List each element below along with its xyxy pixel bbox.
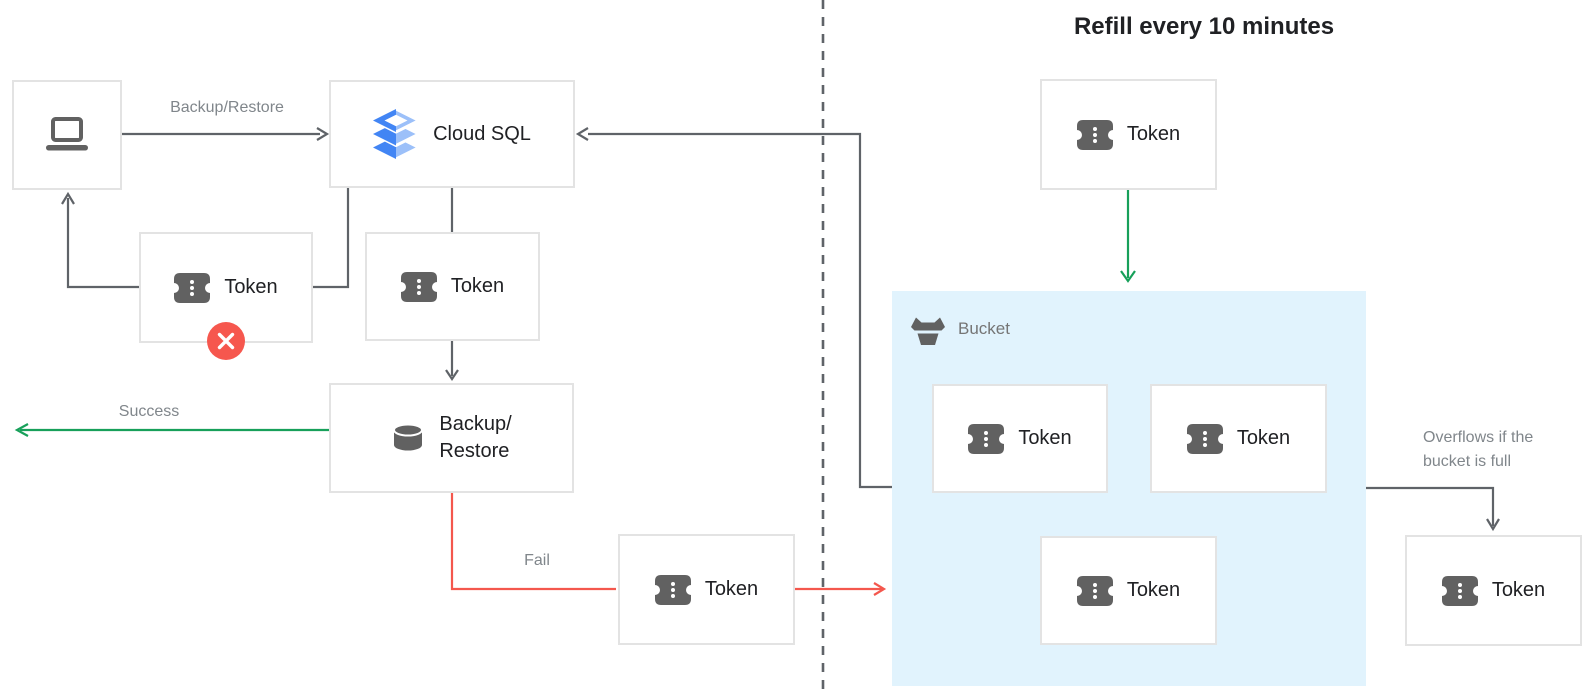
token-fail-node: Token (618, 534, 795, 645)
arrowhead-down-icon (445, 369, 459, 381)
token-label: Token (1236, 427, 1291, 449)
token-icon (400, 271, 437, 302)
bucket-area: Bucket Token Token (892, 291, 1366, 686)
token-rejected-node: Token (139, 232, 313, 360)
fail-label: Fail (524, 552, 550, 569)
overflow-label-line2: bucket is full (1423, 453, 1512, 470)
arrow-overflow (1366, 486, 1495, 526)
bucket-icon (911, 313, 945, 345)
error-badge (207, 322, 245, 360)
token-icon (654, 574, 691, 605)
token-icon (1186, 423, 1223, 454)
cloud-sql-node: Cloud SQL (329, 80, 575, 188)
token-refill-node: Token (1040, 79, 1217, 190)
overflow-label: Overflows if the bucket is full (1423, 426, 1533, 474)
arrowhead-left-icon (575, 127, 589, 141)
bucket-token-3-node: Token (1040, 536, 1217, 645)
arrowhead-down-icon (1486, 518, 1500, 532)
refill-title: Refill every 10 minutes (1073, 13, 1335, 40)
arrowhead-right-icon (316, 127, 330, 141)
line-fail-to-token (450, 493, 616, 591)
token-label: Token (1491, 579, 1546, 601)
arrow-token-to-client (66, 198, 139, 289)
laptop-icon (42, 117, 92, 153)
arrowhead-left-green-icon (14, 423, 29, 437)
client-node (12, 80, 122, 190)
token-icon (1441, 575, 1478, 606)
token-label: Token (1126, 123, 1181, 145)
token-overflow-node: Token (1405, 535, 1582, 646)
line-token-to-cloudsql (313, 188, 350, 289)
cloud-sql-label: Cloud SQL (433, 122, 531, 145)
token-label: Token (224, 276, 278, 298)
line-bucket-to-cloudsql (588, 132, 892, 489)
token-icon (1076, 575, 1113, 606)
bucket-label: Bucket (958, 319, 1010, 338)
success-label: Success (118, 403, 180, 420)
arrowhead-down-green-icon (1120, 270, 1136, 283)
token-pending-node: Token (365, 232, 540, 341)
backup-restore-label-line1: Backup/ (439, 413, 512, 435)
token-label: Token (704, 578, 759, 600)
overflow-label-line1: Overflows if the (1423, 429, 1534, 446)
token-label: Token (1126, 579, 1181, 601)
token-icon (174, 272, 211, 303)
backup-restore-node: Backup/ Restore (329, 383, 574, 493)
backup-restore-label: Backup/ Restore (439, 411, 511, 465)
token-icon (1076, 119, 1113, 150)
token-icon (968, 423, 1005, 454)
bucket-token-2-node: Token (1150, 384, 1327, 493)
token-label: Token (450, 275, 505, 297)
cloud-sql-icon (373, 109, 420, 159)
backup-restore-label-line2: Restore (439, 440, 510, 462)
x-icon (217, 332, 235, 350)
arrowhead-right-red-icon (873, 582, 887, 596)
database-icon (391, 424, 425, 452)
bucket-token-1-node: Token (932, 384, 1108, 493)
bucket-header: Bucket (911, 313, 1010, 345)
token-label: Token (1018, 427, 1072, 449)
arrowhead-up-icon (61, 191, 75, 205)
backup-restore-arrow-label: Backup/Restore (170, 99, 284, 116)
